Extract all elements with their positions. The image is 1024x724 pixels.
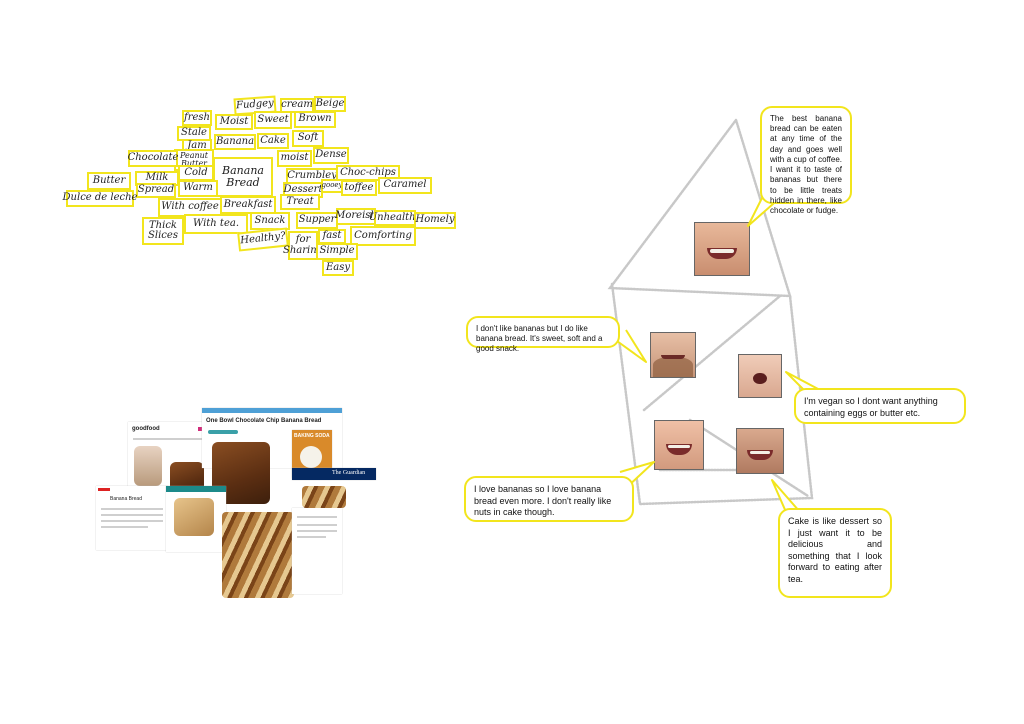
- text-line: [101, 514, 163, 516]
- quote-text-5: Cake is like dessert so I just want it t…: [788, 516, 882, 584]
- tail-quote-5: [771, 479, 801, 513]
- word-moist: Moist: [215, 114, 253, 130]
- word-breakfast: Breakfast: [220, 196, 276, 214]
- word-caramel: Caramel: [378, 177, 432, 194]
- swirl-bread-photo: [222, 512, 294, 598]
- word-banana-bread: Banana Bread: [213, 157, 273, 197]
- word-spread: Spread: [136, 183, 176, 198]
- face-photo-5: [736, 428, 784, 474]
- word-sweet: Sweet: [254, 111, 292, 129]
- text-line: [297, 516, 337, 518]
- word-banana: Banana: [214, 134, 256, 150]
- text-line: [101, 508, 163, 510]
- word-toffee: toffee: [341, 180, 377, 196]
- word-with-tea: With tea.: [184, 214, 248, 234]
- recipe-title: One Bowl Chocolate Chip Banana Bread: [206, 418, 322, 424]
- text-line: [297, 530, 337, 532]
- guardian-logo: The Guardian: [332, 470, 366, 476]
- tail-quote-3: [785, 371, 821, 393]
- quote-bubble-2: I don't like bananas but I do like banan…: [466, 316, 620, 353]
- word-butter: Butter: [87, 172, 131, 190]
- word-simple: Simple: [316, 243, 358, 260]
- face-photo-3: [738, 354, 782, 398]
- quote-text-2: I don't like bananas but I do like banan…: [476, 324, 603, 354]
- quote-bubble-5: Cake is like dessert so I just want it t…: [778, 508, 892, 598]
- word-thick-slices: Thick Slices: [142, 217, 184, 245]
- text-line: [297, 524, 337, 526]
- text-line: [297, 536, 326, 538]
- face-photo-1: [694, 222, 750, 276]
- word-moist-2: moist: [277, 150, 312, 167]
- recipe-collage: goodfood One Bowl Chocolate Chip Banana …: [96, 408, 378, 598]
- word-fresh: fresh: [182, 110, 212, 126]
- face-photo-4: [654, 420, 704, 470]
- instagram-post: [292, 508, 342, 594]
- text-line: [133, 438, 231, 440]
- guardian-banner: The Guardian: [292, 468, 376, 480]
- share-buttons: [208, 430, 238, 434]
- word-comforting: Comforting: [350, 226, 416, 246]
- word-dense: Dense: [313, 147, 349, 164]
- text-line: [101, 520, 163, 522]
- text-line: [101, 526, 148, 528]
- goodfood-logo: goodfood: [132, 426, 160, 432]
- word-warm: Warm: [178, 180, 218, 197]
- thumbnail: [134, 446, 162, 486]
- word-treat: Treat: [280, 194, 320, 210]
- quote-bubble-1: The best banana bread can be eaten at an…: [760, 106, 852, 215]
- word-dulce-de-leche: Dulce de leche: [63, 190, 137, 207]
- doc-title: Banana Bread: [110, 496, 142, 502]
- site-header-bar: [202, 408, 342, 413]
- word-homely: Homely: [414, 212, 456, 229]
- quote-bubble-4: I love bananas so I love banana bread ev…: [464, 476, 634, 522]
- quote-text-3: I'm vegan so I dont want anything contai…: [804, 396, 938, 418]
- word-soft: Soft: [292, 130, 324, 147]
- soda-bowl: [300, 446, 322, 468]
- word-easy: Easy: [322, 260, 354, 276]
- teal-header: [166, 486, 226, 492]
- doc-logo: [98, 488, 110, 491]
- face-photo-2: [650, 332, 696, 378]
- quote-text-4: I love bananas so I love banana bread ev…: [474, 484, 612, 518]
- quote-text-1: The best banana bread can be eaten at an…: [770, 114, 842, 216]
- word-chocolate: Chocolate: [128, 150, 178, 167]
- word-brown: Brown: [294, 111, 336, 128]
- quote-bubble-3: I'm vegan so I dont want anything contai…: [794, 388, 966, 424]
- word-beige: Beige: [314, 96, 346, 112]
- sliced-loaf: [174, 498, 214, 536]
- teal-page: [166, 486, 226, 552]
- word-cake: Cake: [257, 133, 289, 149]
- loaf-slices-photo: [302, 486, 346, 508]
- banana-bread-doc: Banana Bread: [96, 486, 168, 550]
- baking-soda-label: BAKING SODA: [294, 433, 330, 439]
- diagonal-line: [642, 294, 782, 412]
